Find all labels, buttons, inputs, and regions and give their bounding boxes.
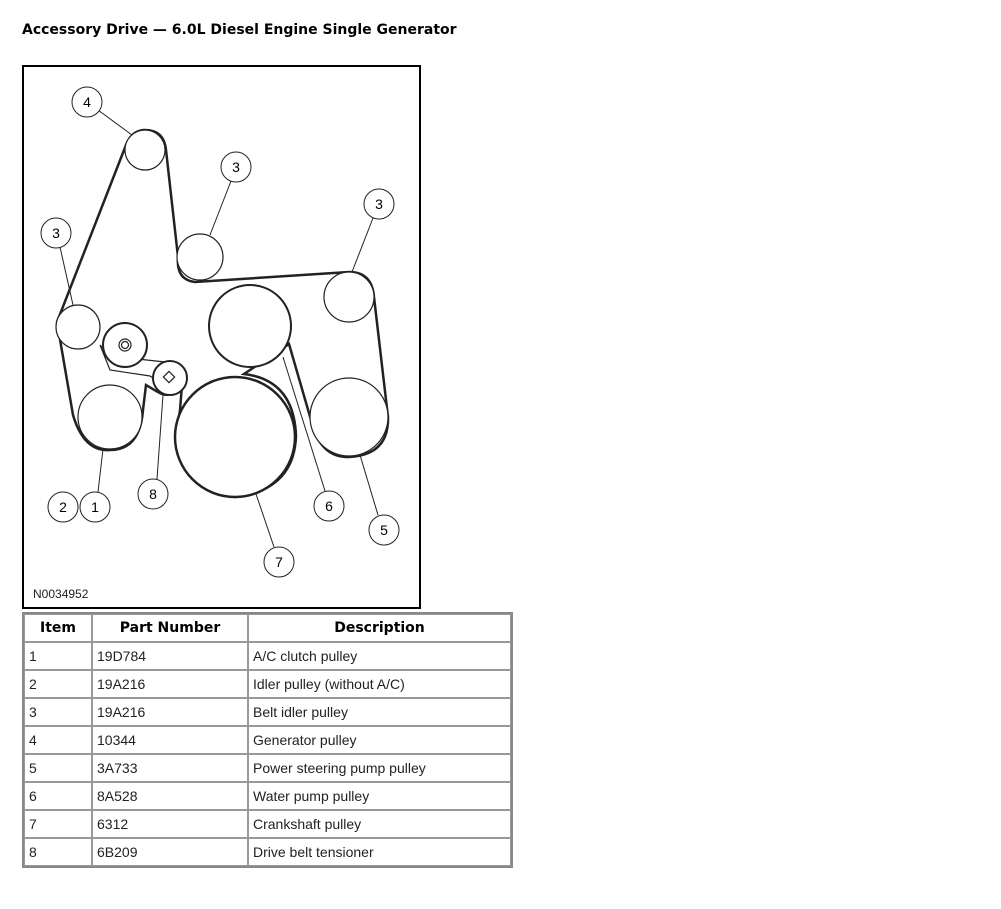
column-header-description: Description	[248, 614, 511, 642]
svg-text:3: 3	[232, 159, 240, 175]
svg-text:4: 4	[83, 94, 91, 110]
callout-8: 8	[137, 478, 169, 510]
callout-3-top: 3	[220, 151, 252, 183]
callout-4: 4	[71, 86, 103, 118]
item-cell: 6	[24, 782, 92, 810]
part-number-cell: 8A528	[92, 782, 248, 810]
item-cell: 7	[24, 810, 92, 838]
callout-7: 7	[263, 546, 295, 578]
idler-pulley-right	[323, 271, 375, 323]
table-header-row: Item Part Number Description	[24, 614, 511, 642]
description-cell: Idler pulley (without A/C)	[248, 670, 511, 698]
svg-text:1: 1	[91, 499, 99, 515]
item-cell: 4	[24, 726, 92, 754]
svg-text:5: 5	[380, 522, 388, 538]
svg-text:8: 8	[149, 486, 157, 502]
power-steering-pulley	[309, 377, 389, 457]
item-cell: 1	[24, 642, 92, 670]
svg-text:7: 7	[275, 554, 283, 570]
tensioner-pulley	[152, 360, 188, 396]
page-title: Accessory Drive — 6.0L Diesel Engine Sin…	[22, 22, 457, 38]
figure-id: N0034952	[33, 587, 89, 601]
description-cell: Generator pulley	[248, 726, 511, 754]
item-cell: 5	[24, 754, 92, 782]
description-cell: Water pump pulley	[248, 782, 511, 810]
part-number-cell: 19D784	[92, 642, 248, 670]
description-cell: Belt idler pulley	[248, 698, 511, 726]
water-pump-pulley	[208, 284, 292, 368]
callouts: 4 3 3 3 2 1 8 6 5 7	[40, 86, 400, 578]
tensioner-body	[102, 322, 148, 368]
crankshaft-pulley	[173, 375, 297, 499]
ac-clutch-pulley	[77, 384, 143, 450]
column-header-item: Item	[24, 614, 92, 642]
idler-pulley-left	[55, 304, 101, 350]
callout-1: 1	[79, 491, 111, 523]
svg-text:3: 3	[52, 225, 60, 241]
description-cell: A/C clutch pulley	[248, 642, 511, 670]
description-cell: Crankshaft pulley	[248, 810, 511, 838]
svg-text:3: 3	[375, 196, 383, 212]
column-header-part-number: Part Number	[92, 614, 248, 642]
callout-6: 6	[313, 490, 345, 522]
part-number-cell: 10344	[92, 726, 248, 754]
callout-5: 5	[368, 514, 400, 546]
part-number-cell: 19A216	[92, 670, 248, 698]
drive-belt	[55, 128, 390, 499]
part-number-cell: 6B209	[92, 838, 248, 866]
generator-pulley	[124, 129, 166, 171]
idler-pulley-top	[176, 233, 224, 281]
item-cell: 3	[24, 698, 92, 726]
part-number-cell: 19A216	[92, 698, 248, 726]
svg-text:2: 2	[59, 499, 67, 515]
belt-routing-diagram: 4 3 3 3 2 1 8 6 5 7 N0034952	[22, 65, 421, 609]
svg-text:6: 6	[325, 498, 333, 514]
item-cell: 2	[24, 670, 92, 698]
part-number-cell: 3A733	[92, 754, 248, 782]
callout-2: 2	[47, 491, 79, 523]
description-cell: Drive belt tensioner	[248, 838, 511, 866]
callout-3-left: 3	[40, 217, 72, 249]
callout-3-right: 3	[363, 188, 395, 220]
part-number-cell: 6312	[92, 810, 248, 838]
item-cell: 8	[24, 838, 92, 866]
description-cell: Power steering pump pulley	[248, 754, 511, 782]
